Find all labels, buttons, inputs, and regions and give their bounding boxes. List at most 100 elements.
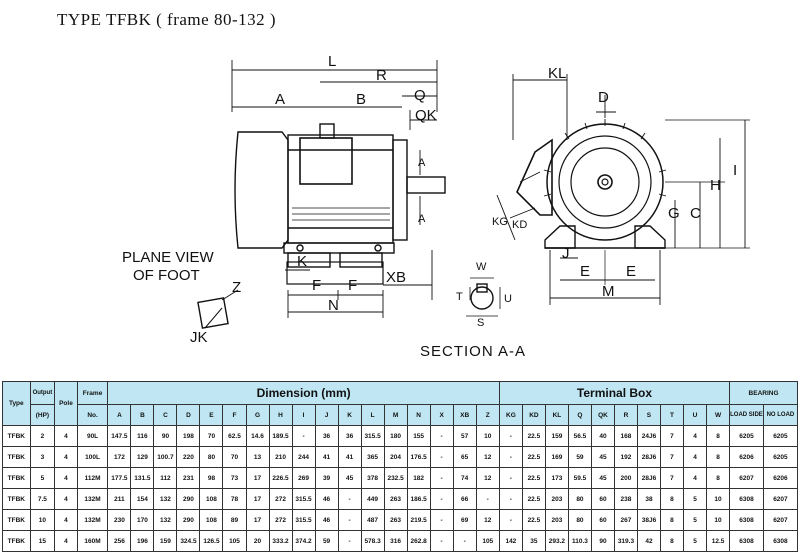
table-cell: 73 bbox=[222, 467, 247, 489]
table-cell: 316 bbox=[383, 530, 408, 552]
col-header: Z bbox=[475, 404, 500, 426]
table-cell: 110.3 bbox=[567, 530, 592, 552]
table-cell: 108 bbox=[199, 509, 224, 531]
table-cell: 8 bbox=[659, 509, 685, 531]
col-header: KG bbox=[498, 404, 523, 426]
table-cell: 186.5 bbox=[406, 488, 431, 510]
table-cell: 42 bbox=[636, 530, 661, 552]
terminal-box-side bbox=[299, 137, 353, 185]
table-cell: - bbox=[498, 488, 523, 510]
terminal-box-end bbox=[516, 138, 553, 216]
label-C: C bbox=[690, 205, 701, 222]
col-header: E bbox=[199, 404, 224, 426]
col-header: M bbox=[383, 404, 408, 426]
foot-plan bbox=[286, 261, 384, 285]
label-KG: KG bbox=[492, 216, 508, 228]
table-cell: 5 bbox=[29, 467, 56, 489]
table-cell: - bbox=[291, 425, 316, 447]
label-QK: QK bbox=[415, 107, 437, 124]
table-cell: TFBK bbox=[2, 425, 31, 447]
table-cell: 78 bbox=[222, 488, 247, 510]
table-cell: TFBK bbox=[2, 488, 31, 510]
spec-table: Type Output Pole Frame Dimension (mm) Te… bbox=[2, 381, 799, 552]
table-cell: - bbox=[498, 467, 523, 489]
table-cell: 8 bbox=[659, 488, 685, 510]
table-cell: - bbox=[429, 509, 454, 531]
table-cell: 177.5 bbox=[107, 467, 132, 489]
table-cell: - bbox=[337, 509, 362, 531]
table-cell: 89 bbox=[222, 509, 247, 531]
table-cell: 28J6 bbox=[636, 446, 661, 468]
label-Q: Q bbox=[414, 87, 426, 104]
table-cell: 315.5 bbox=[291, 488, 316, 510]
table-cell: 6206 bbox=[762, 467, 799, 489]
label-G: G bbox=[668, 205, 680, 222]
table-cell: 203 bbox=[544, 488, 569, 510]
table-cell: 269 bbox=[291, 467, 316, 489]
table-cell: 12.5 bbox=[706, 530, 731, 552]
table-cell: 315.5 bbox=[360, 425, 385, 447]
table-cell: 147.5 bbox=[107, 425, 132, 447]
table-cell: 263 bbox=[383, 488, 408, 510]
table-cell: 293.2 bbox=[544, 530, 569, 552]
col-header: G bbox=[245, 404, 270, 426]
table-cell: 4 bbox=[54, 425, 78, 447]
col-header: Q bbox=[567, 404, 592, 426]
col-header: D bbox=[176, 404, 201, 426]
table-cell: 22.5 bbox=[521, 467, 546, 489]
table-cell: 238 bbox=[613, 488, 638, 510]
col-header: I bbox=[291, 404, 316, 426]
table-cell: 272 bbox=[268, 488, 293, 510]
col-header: LOAD SIDE bbox=[729, 404, 764, 426]
table-cell: 22.5 bbox=[521, 446, 546, 468]
table-cell: 262.8 bbox=[406, 530, 431, 552]
table-cell: 154 bbox=[130, 488, 155, 510]
table-cell: 129 bbox=[130, 446, 155, 468]
table-cell: 272 bbox=[268, 509, 293, 531]
table-cell: 70 bbox=[199, 425, 224, 447]
table-cell: 15 bbox=[29, 530, 56, 552]
table-cell: - bbox=[498, 446, 523, 468]
table-cell: 60 bbox=[590, 509, 615, 531]
table-cell: 4 bbox=[54, 530, 78, 552]
table-cell: 90 bbox=[590, 530, 615, 552]
label-XB: XB bbox=[386, 269, 406, 286]
table-cell: 6207 bbox=[762, 488, 799, 510]
motor-dimension-drawing: L A B R Q QK A A K F F XB N PLANE VIEW O… bbox=[122, 53, 750, 360]
table-cell: 4 bbox=[54, 488, 78, 510]
table-cell: 319.3 bbox=[613, 530, 638, 552]
table-cell: 256 bbox=[107, 530, 132, 552]
table-cell: 36 bbox=[337, 425, 362, 447]
table-cell: 126.5 bbox=[199, 530, 224, 552]
table-cell: 69 bbox=[452, 509, 477, 531]
label-H: H bbox=[710, 177, 721, 194]
table-cell: 4 bbox=[682, 446, 708, 468]
table-cell: 8 bbox=[659, 530, 685, 552]
table-cell: 35 bbox=[521, 530, 546, 552]
shaft-section bbox=[470, 286, 494, 310]
table-cell: 200 bbox=[613, 467, 638, 489]
table-cell: 6205 bbox=[729, 425, 764, 447]
col-header: A bbox=[107, 404, 132, 426]
col-header: N bbox=[406, 404, 431, 426]
table-cell: 2 bbox=[29, 425, 56, 447]
table-cell: 38J6 bbox=[636, 509, 661, 531]
table-cell: 17 bbox=[245, 467, 270, 489]
label-A-side: A bbox=[418, 157, 426, 169]
table-cell: 176.5 bbox=[406, 446, 431, 468]
section-label: SECTION A-A bbox=[420, 343, 526, 360]
table-cell: 10 bbox=[475, 425, 500, 447]
table-cell: 192 bbox=[613, 446, 638, 468]
of-foot-label: OF FOOT bbox=[133, 267, 200, 284]
table-cell: - bbox=[429, 425, 454, 447]
table-cell: 204 bbox=[383, 446, 408, 468]
table-cell: 6205 bbox=[762, 425, 799, 447]
label-Z: Z bbox=[232, 279, 241, 296]
table-cell: 70 bbox=[222, 446, 247, 468]
table-cell: 7 bbox=[659, 467, 685, 489]
table-cell: 10 bbox=[706, 488, 731, 510]
table-cell: 59.5 bbox=[567, 467, 592, 489]
label-JK: JK bbox=[190, 329, 208, 346]
table-cell: 39 bbox=[314, 467, 339, 489]
table-cell: - bbox=[337, 530, 362, 552]
